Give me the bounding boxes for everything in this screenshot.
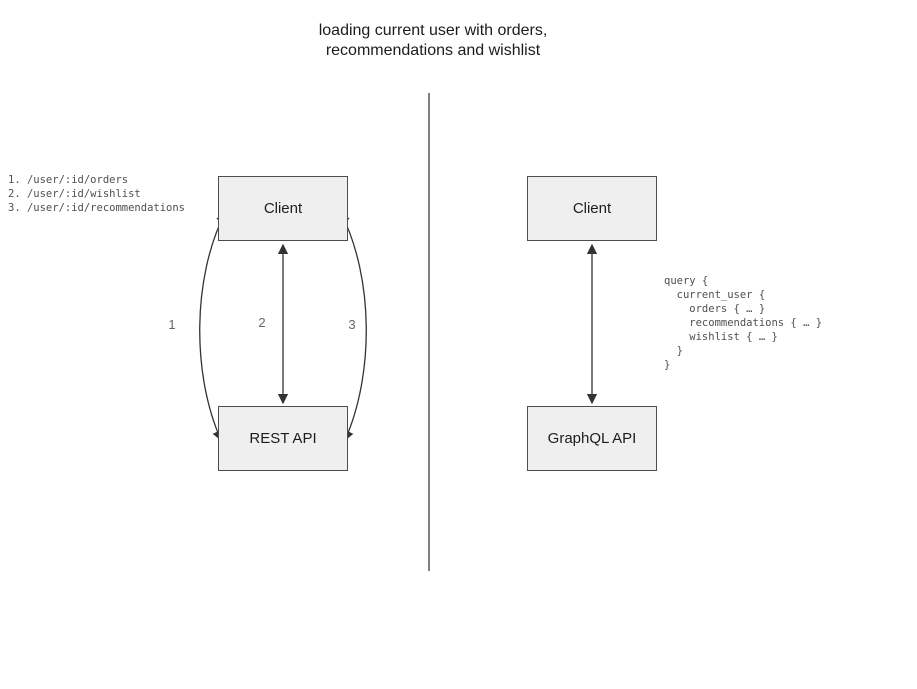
graphql-api-node: GraphQL API <box>527 406 657 471</box>
diagram-title: loading current user with orders, recomm… <box>0 21 866 61</box>
arrow-label-3: 3 <box>348 317 356 332</box>
rest-api-label: REST API <box>249 430 317 447</box>
arrow-label-1: 1 <box>168 317 176 332</box>
rest-api-node: REST API <box>218 406 348 471</box>
graphql-client-label: Client <box>572 200 612 217</box>
rest-endpoint-list: 1. /user/:id/orders 2. /user/:id/wishlis… <box>8 173 185 215</box>
endpoint-recommendations: 3. /user/:id/recommendations <box>8 202 186 214</box>
graphql-query-code: query { current_user { orders { … } reco… <box>664 275 823 371</box>
graphql-api-label: GraphQL API <box>547 430 637 447</box>
rest-arrow-3-curved-right <box>340 211 367 442</box>
title-line-2: recommendations and wishlist <box>325 42 541 59</box>
title-line-1: loading current user with orders, <box>318 22 548 39</box>
endpoint-orders: 1. /user/:id/orders <box>8 174 129 186</box>
rest-arrow-1-curved-left <box>199 211 226 442</box>
endpoint-wishlist: 2. /user/:id/wishlist <box>8 188 141 200</box>
arrow-label-2: 2 <box>258 315 266 330</box>
rest-client-node: Client <box>218 176 348 241</box>
rest-client-label: Client <box>263 200 303 217</box>
graphql-client-node: Client <box>527 176 657 241</box>
